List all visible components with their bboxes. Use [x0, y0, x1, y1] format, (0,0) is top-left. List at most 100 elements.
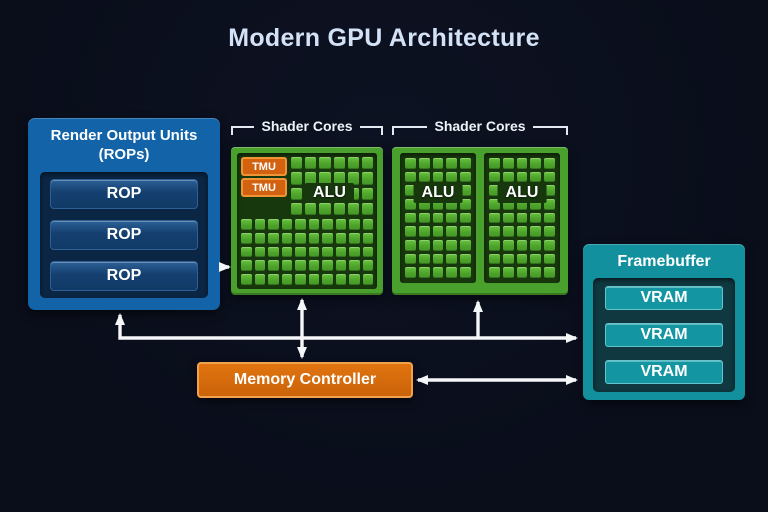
alu-cell: [460, 267, 471, 278]
alu-cell: [362, 274, 373, 285]
alu-cell: [322, 246, 333, 258]
rop-title-line2: (ROPs): [98, 145, 150, 163]
alu-cell: [530, 212, 542, 224]
alu-cell: [432, 240, 444, 251]
alu-cell: [418, 253, 430, 265]
alu-cell: [418, 226, 430, 237]
vram-bar-1: VRAM: [605, 286, 723, 310]
tmu-box-2: TMU: [241, 178, 287, 197]
alu-cell: [502, 171, 514, 183]
alu-cell: [291, 202, 303, 215]
alu-cell: [295, 260, 306, 272]
alu-cell: [489, 212, 500, 224]
alu-cell: [241, 219, 252, 230]
rop-box-title: Render Output Units (ROPs): [28, 127, 220, 165]
alu-cell: [268, 246, 279, 258]
alu-cell: [489, 199, 500, 210]
alu-cell: [405, 253, 416, 265]
framebuffer-panel: VRAM VRAM VRAM: [593, 278, 735, 392]
alu-cell: [530, 267, 542, 278]
alu-cell: [530, 171, 542, 183]
alu-cell: [295, 232, 306, 244]
framebuffer-title: Framebuffer: [617, 253, 711, 270]
alu-cell: [530, 226, 542, 237]
alu-cell: [291, 187, 303, 200]
alu-cell: [335, 219, 346, 230]
alu-cell: [489, 253, 500, 265]
bracket-tick-left: [392, 126, 394, 135]
alu-cell: [241, 260, 252, 272]
alu-cell: [460, 240, 471, 251]
alu-cell: [502, 226, 514, 237]
alu-cell: [460, 212, 471, 224]
alu-cell: [295, 274, 306, 285]
alu-cell: [516, 199, 528, 210]
alu-cell: [308, 274, 319, 285]
shader-panel-2a: ALU: [400, 153, 476, 283]
alu-cell: [322, 260, 333, 272]
alu-cell: [418, 171, 430, 183]
alu-cell: [254, 246, 265, 258]
alu-cell: [489, 185, 500, 196]
alu-grid-lower: [241, 219, 373, 285]
alu-cell: [544, 240, 555, 251]
alu-cell: [254, 274, 265, 285]
alu-cell: [489, 267, 500, 278]
alu-cell: [530, 240, 542, 251]
shader-cluster-2-bracket: Shader Cores: [392, 118, 569, 140]
alu-cell: [268, 232, 279, 244]
alu-cell: [446, 199, 458, 210]
alu-cell: [322, 274, 333, 285]
alu-cell: [308, 246, 319, 258]
alu-cell: [362, 219, 373, 230]
alu-cell: [516, 267, 528, 278]
alu-cell: [460, 158, 471, 169]
shader-panel-2b: ALU: [484, 153, 560, 283]
alu-cell: [281, 260, 292, 272]
alu-cell: [516, 212, 528, 224]
shader-box-1: TMU TMU ALU: [231, 147, 383, 295]
rop-bar-2: ROP: [50, 220, 198, 250]
alu-cell: [349, 219, 360, 230]
alu-cell: [241, 274, 252, 285]
rop-panel: ROP ROP ROP: [40, 172, 208, 298]
alu-cell: [418, 267, 430, 278]
memory-controller-label: Memory Controller: [233, 371, 377, 388]
alu-cell: [489, 240, 500, 251]
alu-cell: [544, 267, 555, 278]
alu-cell: [489, 226, 500, 237]
alu-cell: [361, 202, 373, 215]
alu-cell: [502, 240, 514, 251]
alu-cell: [418, 158, 430, 169]
alu-cell: [405, 267, 416, 278]
alu-cell: [544, 199, 555, 210]
alu-cell: [446, 158, 458, 169]
alu-cell: [305, 157, 317, 170]
alu-cell: [446, 240, 458, 251]
alu-cell: [502, 267, 514, 278]
alu-cell: [349, 246, 360, 258]
alu-cell: [295, 246, 306, 258]
alu-cell: [308, 219, 319, 230]
alu-cell: [489, 171, 500, 183]
shader-box-2: ALU ALU: [392, 147, 568, 295]
alu-cell: [516, 158, 528, 169]
alu-cell: [322, 232, 333, 244]
alu-cell: [322, 219, 333, 230]
alu-cell: [349, 232, 360, 244]
bracket-tick-right: [566, 126, 569, 135]
alu-cell: [530, 253, 542, 265]
alu-grid-2a: [405, 158, 471, 278]
alu-cell: [333, 202, 345, 215]
alu-cell: [405, 199, 416, 210]
alu-cell: [516, 226, 528, 237]
alu-cell: [446, 226, 458, 237]
alu-cell: [530, 158, 542, 169]
shader-cluster-1-label: Shader Cores: [261, 118, 353, 134]
alu-cell: [305, 172, 317, 185]
alu-cell: [502, 199, 514, 210]
alu-cell: [347, 172, 359, 185]
alu-cell: [460, 253, 471, 265]
alu-cell: [460, 226, 471, 237]
shader-panel-1: TMU TMU ALU: [237, 153, 377, 289]
